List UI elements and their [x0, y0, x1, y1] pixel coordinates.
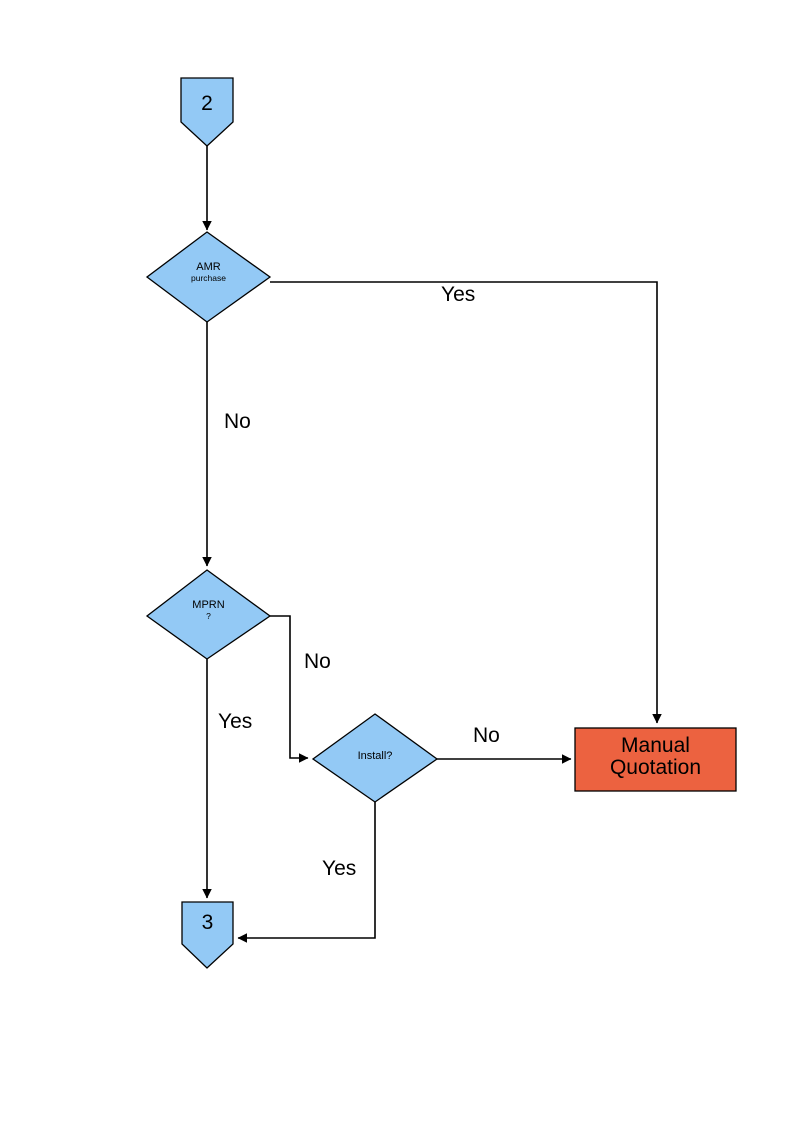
node-mprn[interactable] — [145, 569, 272, 660]
node-connector-3[interactable] — [181, 901, 234, 969]
edge-install-yes-to-connector3 — [237, 802, 376, 943]
edge-label-amr-yes: Yes — [441, 283, 476, 306]
edge-label-amr-no: No — [224, 410, 251, 433]
edge-label-mprn-yes: Yes — [218, 710, 253, 733]
node-connector-2[interactable] — [180, 77, 234, 147]
edge-label-install-no: No — [473, 724, 500, 747]
edge-label-mprn-no: No — [304, 650, 331, 673]
edge-amr-yes-to-manual — [270, 281, 662, 724]
edge-label-install-yes: Yes — [322, 857, 357, 880]
node-amr-purchase[interactable] — [145, 231, 272, 323]
node-manual-quotation[interactable] — [574, 727, 737, 792]
node-install[interactable] — [311, 713, 439, 803]
edge-mprn-no-to-install — [270, 615, 309, 763]
